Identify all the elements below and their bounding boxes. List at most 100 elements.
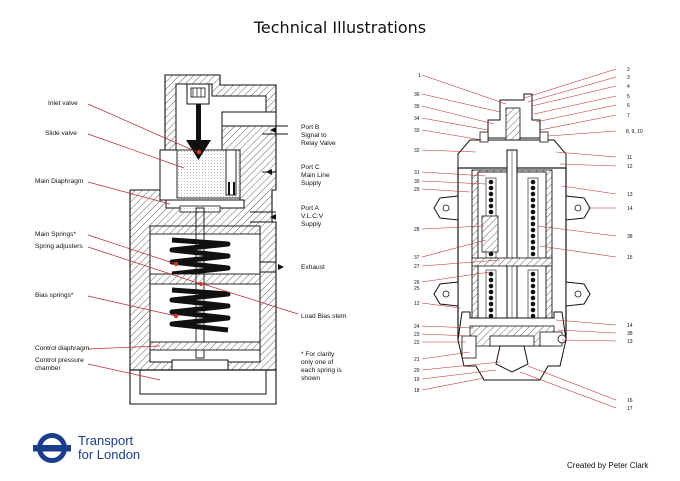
- spring-coil-dot: [488, 307, 494, 313]
- part-32: 32: [414, 148, 420, 154]
- spring-coil-dot: [488, 277, 494, 283]
- spring-coil-dot: [530, 221, 536, 227]
- exhaust-nozzle: [495, 345, 529, 373]
- control-diaphragm: [149, 341, 261, 351]
- label-port-b-signal: Signal to: [301, 132, 327, 139]
- label-port-c-supply: Supply: [301, 180, 322, 187]
- spring-coil-dot: [530, 313, 536, 319]
- spring-coil-dot: [530, 301, 536, 307]
- port-b-arrow-icon: [270, 127, 276, 133]
- part-29: 29: [414, 187, 420, 193]
- spring-coil-dot: [530, 295, 536, 301]
- tfl-line-1: Transport: [78, 433, 134, 448]
- label-load-bias-stem: Load Bias stem: [301, 313, 347, 320]
- exhaust-arrow-icon: [278, 264, 284, 270]
- spring-coil-dot: [530, 227, 536, 233]
- tfl-line-2: for London: [78, 447, 141, 462]
- part-4: 4: [627, 84, 630, 90]
- part-1: 1: [418, 73, 421, 79]
- label-control-diaphragm: Control diaphragm: [35, 345, 90, 352]
- part-22: 22: [414, 340, 420, 346]
- spring-coil-dot: [530, 239, 536, 245]
- spring-coil-dot: [530, 277, 536, 283]
- label-port-b: Port B: [301, 124, 320, 131]
- part-15: 15: [627, 255, 633, 261]
- part-12-right: 12: [627, 164, 633, 170]
- spring-coil-dot: [488, 185, 494, 191]
- label-control-pressure-2: chamber: [35, 365, 61, 372]
- label-main-springs: Main Springs*: [35, 231, 76, 238]
- part-24: 24: [414, 324, 420, 330]
- part-33: 33: [414, 128, 420, 134]
- left-leader-lines: [87, 103, 299, 381]
- spring-coil-dot: [530, 245, 536, 251]
- port-b-channel: [221, 111, 277, 127]
- spring-coil-dot: [530, 289, 536, 295]
- part-38-lower: 38: [627, 331, 633, 337]
- spring-coil-dot: [530, 233, 536, 239]
- part-28: 28: [414, 227, 420, 233]
- part-3: 3: [627, 75, 630, 81]
- part-35: 35: [414, 104, 420, 110]
- part-36: 36: [414, 92, 420, 98]
- spring-coil-dot: [488, 209, 494, 215]
- port-c-arrow-icon: [266, 169, 272, 175]
- control-pressure-chamber: [139, 369, 267, 395]
- main-spring: [169, 237, 231, 277]
- part-14-upper: 14: [627, 206, 633, 212]
- note-line-1: * For clarity: [301, 351, 335, 358]
- spring-coil-dot: [488, 301, 494, 307]
- inlet-valve-marker: [196, 149, 202, 155]
- middle-plate: [471, 257, 553, 267]
- spring-adjuster: [149, 273, 261, 285]
- label-port-a-vlcv: V.L.C.V: [301, 213, 324, 220]
- spring-coil-dot: [530, 271, 536, 277]
- part-34: 34: [414, 116, 420, 122]
- part-21: 21: [414, 357, 420, 363]
- spring-coil-dot: [530, 307, 536, 313]
- part-11: 11: [627, 155, 632, 161]
- label-control-pressure-1: Control pressure: [35, 357, 84, 364]
- valve-cross-section: [129, 74, 288, 405]
- part-30: 30: [414, 179, 420, 185]
- label-exhaust: Exhaust: [301, 264, 325, 271]
- part-2: 2: [627, 67, 630, 73]
- part-31: 31: [414, 170, 420, 176]
- label-port-a: Port A: [301, 205, 320, 212]
- part-13-upper: 13: [627, 192, 633, 198]
- part-25: 25: [414, 286, 420, 292]
- credit-text: Created by Peter Clark: [567, 461, 649, 470]
- spring-coil-dot: [530, 185, 536, 191]
- spring-coil-dot: [488, 271, 494, 277]
- port-c-channel: [225, 149, 237, 196]
- note-line-2: only one of: [301, 359, 333, 366]
- spring-coil-dot: [488, 283, 494, 289]
- spring-coil-dot: [530, 251, 536, 257]
- part-14-lower: 14: [627, 323, 633, 329]
- spring-coil-dot: [488, 191, 494, 197]
- part-23: 23: [414, 332, 420, 338]
- note-line-3: each spring is: [301, 367, 342, 374]
- port-arrows: [266, 127, 284, 270]
- bias-spring: [169, 287, 231, 333]
- part-6: 6: [627, 103, 630, 109]
- load-bias-stem: [195, 207, 205, 359]
- inlet-valve-spring: [190, 87, 206, 98]
- label-port-c-main: Main Line: [301, 172, 330, 179]
- spring-coil-dot: [530, 215, 536, 221]
- part-12-left: 12: [414, 301, 420, 307]
- label-inlet-valve: Inlet valve: [48, 100, 78, 107]
- spring-coil-dot: [488, 203, 494, 209]
- port-a-arrow-icon: [270, 214, 276, 220]
- tfl-wordmark: Transport for London: [78, 434, 140, 462]
- spring-coil-dot: [488, 295, 494, 301]
- spring-coil-dots: [488, 179, 536, 331]
- part-27: 27: [414, 264, 420, 270]
- page-title: Technical Illustrations: [253, 18, 427, 37]
- spring-coil-dot: [488, 251, 494, 257]
- part-number-leaders: [421, 68, 617, 409]
- part-18: 18: [414, 388, 420, 394]
- label-port-c: Port C: [301, 164, 320, 171]
- spring-coil-dot: [530, 191, 536, 197]
- part-17: 17: [627, 406, 633, 412]
